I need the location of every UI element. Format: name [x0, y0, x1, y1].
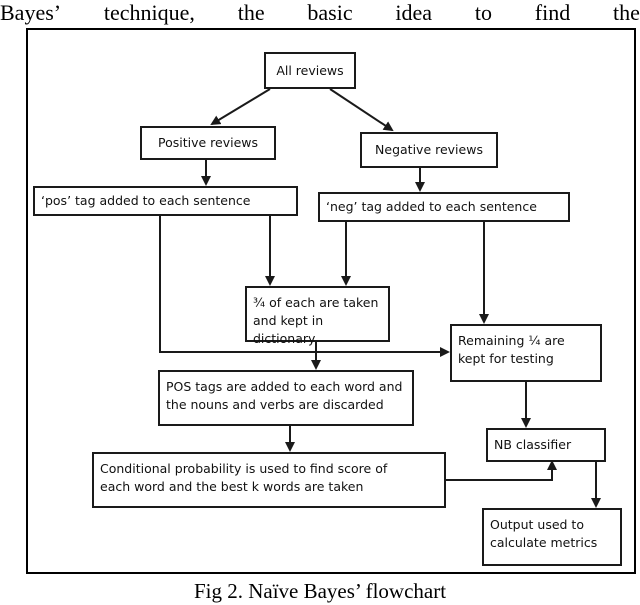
word: idea — [395, 0, 433, 25]
figure-caption: Fig 2. Naïve Bayes’ flowchart — [193, 579, 447, 603]
word: Bayes’ — [0, 0, 62, 25]
word: technique, — [103, 0, 195, 25]
word: the — [237, 0, 265, 25]
node-pos-tags: POS tags are added to each word and the … — [158, 370, 414, 426]
node-conditional-probability: Conditional probability is used to find … — [92, 452, 446, 508]
flowchart-frame — [26, 28, 636, 574]
word: the — [613, 0, 640, 25]
node-dictionary: ¾ of each are taken and kept in dictiona… — [245, 286, 390, 346]
word: to — [474, 0, 492, 25]
body-text-line: Bayes’ technique, the basic idea to find… — [0, 0, 640, 30]
arrow-conditional-to-nb — [446, 460, 557, 481]
arrow-all-to-positive — [210, 88, 271, 126]
arrow-postag-to-remaining — [159, 216, 450, 357]
arrow-all-to-negative — [329, 88, 394, 132]
node-negative-reviews: Negative reviews — [360, 132, 498, 168]
node-all-reviews: All reviews — [264, 52, 356, 89]
node-output: Output used to calculate metrics — [482, 508, 622, 566]
node-remaining: Remaining ¼ are kept for testing — [450, 324, 602, 382]
node-positive-reviews: Positive reviews — [140, 126, 276, 160]
node-pos-tag: ‘pos’ tag added to each sentence — [33, 186, 298, 216]
word: basic — [307, 0, 353, 25]
node-nb-classifier: NB classifier — [486, 428, 606, 462]
node-neg-tag: ‘neg’ tag added to each sentence — [318, 192, 570, 222]
word: find — [534, 0, 571, 25]
